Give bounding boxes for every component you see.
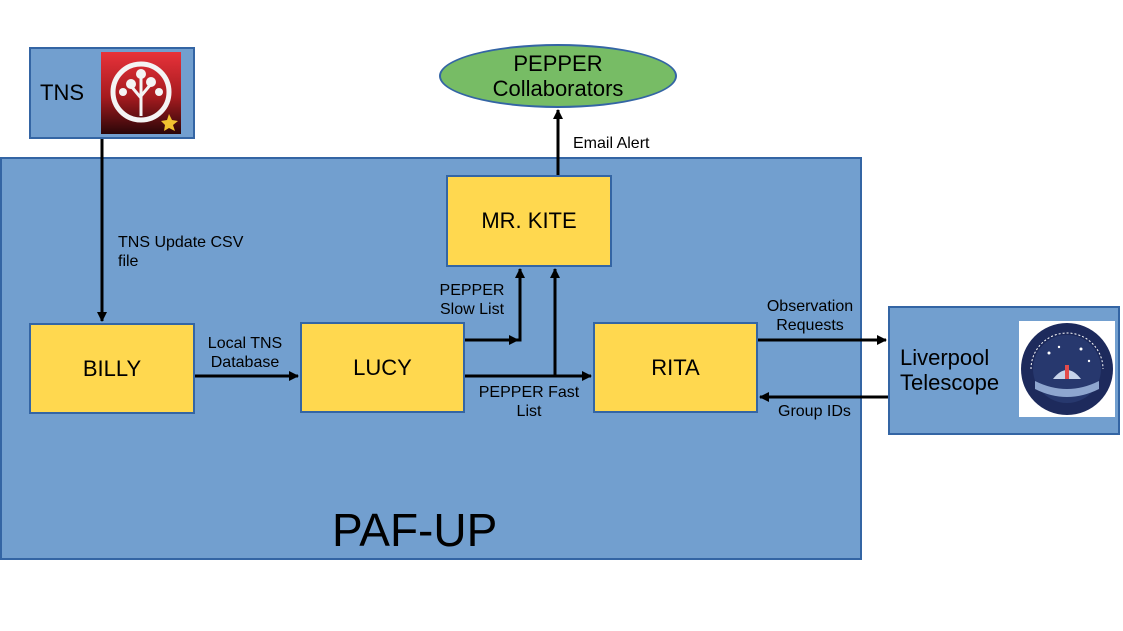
tns-label: TNS xyxy=(40,80,84,105)
slow-list-line1: PEPPER xyxy=(439,282,505,299)
collaborators-line1: PEPPER xyxy=(513,51,603,76)
local-db-line2: Database xyxy=(210,354,280,371)
billy-node: BILLY xyxy=(29,323,195,414)
collaborators-line2: Collaborators xyxy=(492,76,624,101)
obs-req-line1: Observation xyxy=(766,298,854,315)
fast-list-line1: PEPPER Fast xyxy=(478,384,580,401)
tns-update-line1: TNS Update CSV xyxy=(118,234,244,251)
tns-logo-icon xyxy=(101,52,181,134)
pepper-collaborators-node: PEPPER Collaborators xyxy=(439,44,677,108)
obs-req-line2: Requests xyxy=(776,317,844,334)
local-db-label: Local TNS Database xyxy=(203,334,287,372)
paf-up-title: PAF-UP xyxy=(332,504,498,556)
fast-list-line2: List xyxy=(516,403,542,420)
telescope-line1: Liverpool xyxy=(900,345,990,370)
telescope-line2: Telescope xyxy=(900,370,1000,395)
local-db-line1: Local TNS xyxy=(207,335,283,352)
tns-update-label: TNS Update CSV file xyxy=(118,233,243,271)
email-alert-label: Email Alert xyxy=(573,135,650,152)
arrow-lucy-to-mrkite-slow xyxy=(465,268,525,342)
fast-list-label: PEPPER Fast List xyxy=(470,383,588,421)
observation-requests-label: Observation Requests xyxy=(760,297,860,335)
liverpool-telescope-badge-icon xyxy=(1019,321,1115,417)
slow-list-line2: Slow List xyxy=(439,301,505,318)
rita-node: RITA xyxy=(593,322,758,413)
telescope-label: Liverpool Telescope xyxy=(900,345,999,395)
lucy-node: LUCY xyxy=(300,322,465,413)
slow-list-label: PEPPER Slow List xyxy=(432,281,512,319)
group-ids-label: Group IDs xyxy=(778,403,851,420)
mr-kite-node: MR. KITE xyxy=(446,175,612,267)
tns-update-line2: file xyxy=(118,253,139,270)
